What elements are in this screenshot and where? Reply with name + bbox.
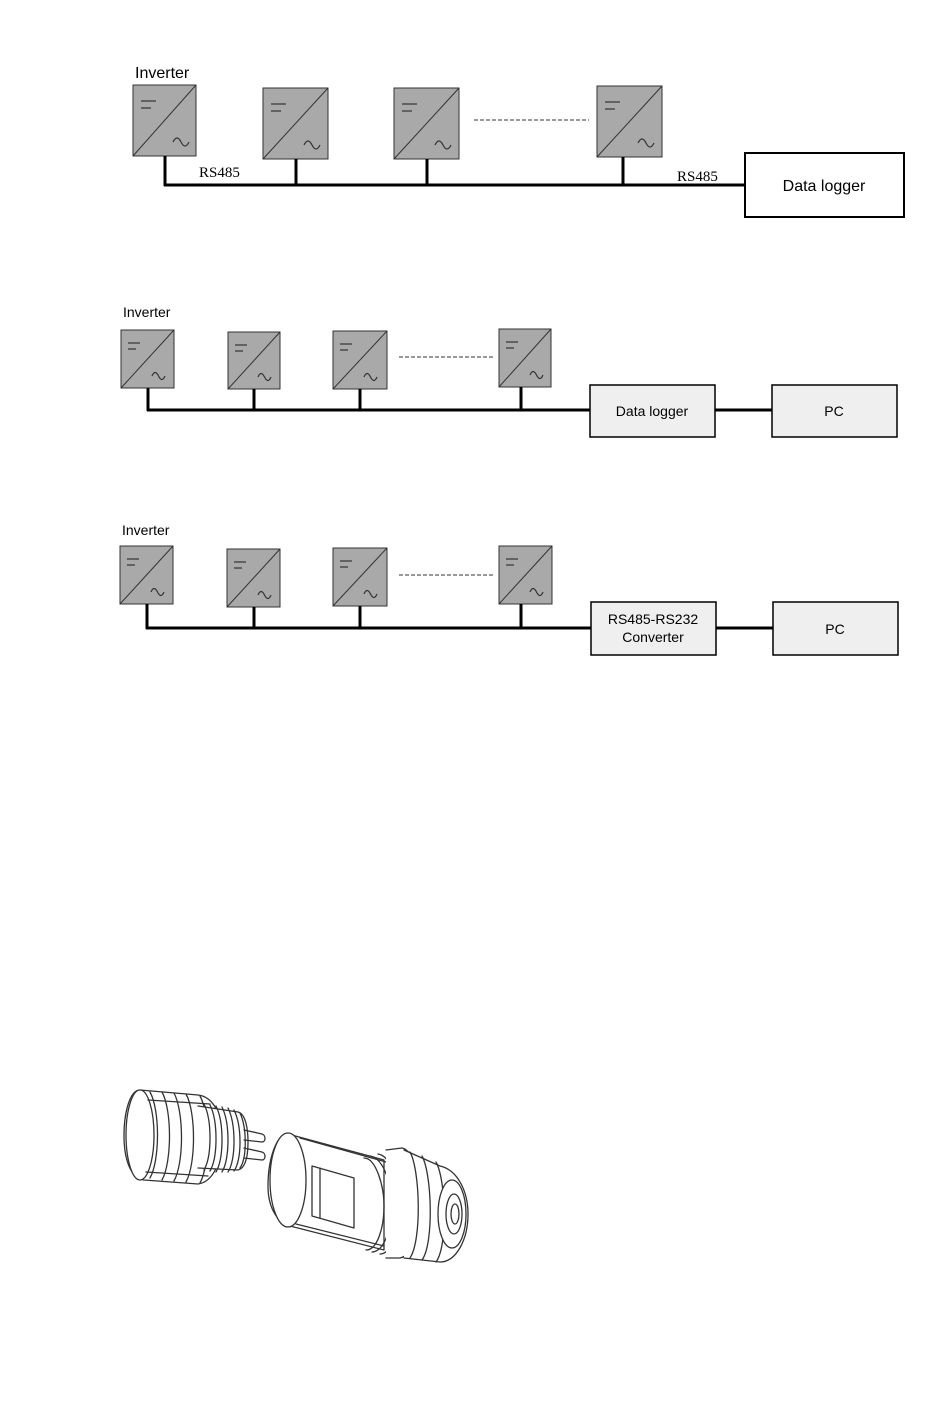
bus-label: RS485 <box>199 165 240 181</box>
inverter-unit <box>121 330 174 388</box>
data-logger-box: Data logger <box>590 385 715 437</box>
box-label: Converter <box>622 629 684 645</box>
rs485-connector-illustration <box>124 1090 468 1262</box>
inverter-label: Inverter <box>123 304 171 320</box>
diagram-data-logger-to-pc: Inverter <box>121 304 897 437</box>
box-label: Data logger <box>783 178 866 195</box>
inverter-unit <box>499 546 552 604</box>
inverter-unit <box>333 548 387 606</box>
inverter-unit <box>263 88 328 159</box>
connector-sleeve <box>268 1133 386 1250</box>
data-logger-box: Data logger <box>745 153 904 217</box>
connector-gland <box>404 1150 468 1262</box>
converter-box: RS485-RS232 Converter <box>591 602 716 655</box>
box-label: RS485-RS232 <box>608 611 698 627</box>
inverter-unit <box>394 88 459 159</box>
inverter-unit <box>499 329 551 387</box>
pc-box: PC <box>772 385 897 437</box>
diagram-rs485-to-data-logger: Inverter <box>133 65 904 217</box>
bus-label: RS485 <box>677 169 718 185</box>
box-label: Data logger <box>616 403 689 419</box>
rs485-bus <box>164 156 745 186</box>
inverter-label: Inverter <box>135 65 190 82</box>
inverter-unit <box>133 85 196 156</box>
inverter-unit <box>597 86 662 157</box>
box-label: PC <box>824 403 843 419</box>
connector-thread <box>198 1104 248 1172</box>
inverter-unit <box>333 331 387 389</box>
pc-box: PC <box>773 602 898 655</box>
box-label: PC <box>825 621 844 637</box>
inverter-unit <box>228 332 280 389</box>
inverter-unit <box>227 549 280 607</box>
inverter-unit <box>120 546 173 604</box>
diagram-converter-to-pc: Inverter <box>120 522 898 655</box>
inverter-label: Inverter <box>122 522 170 538</box>
